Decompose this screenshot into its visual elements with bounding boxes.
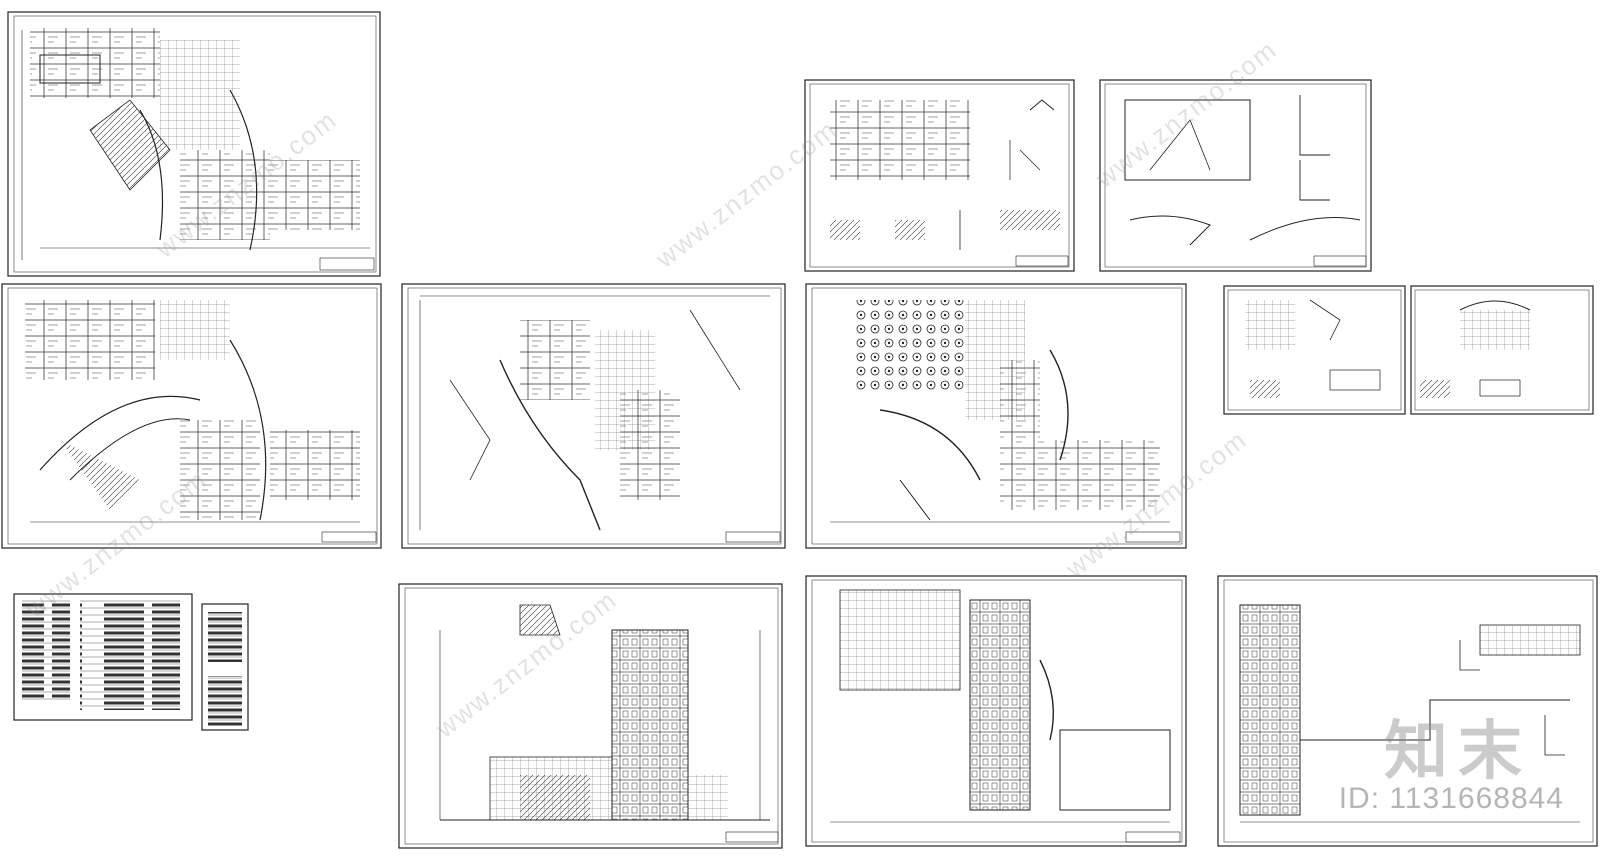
sheet-plan-2[interactable] <box>1 283 382 549</box>
sheet-detail-1[interactable] <box>804 79 1075 272</box>
sheet-plan-4[interactable] <box>805 283 1187 549</box>
sheet-plan-6[interactable] <box>1217 575 1598 847</box>
sheet-plan-5[interactable] <box>805 575 1187 847</box>
image-id-label: ID: 1131668844 <box>1338 782 1564 815</box>
brand-logo: 知末 <box>1384 715 1532 789</box>
sheet-notes[interactable] <box>13 593 249 731</box>
sheet-plan-1[interactable] <box>7 11 381 277</box>
sheet-section-1[interactable] <box>1223 285 1406 415</box>
sheet-detail-2[interactable] <box>1099 79 1372 272</box>
sheet-elevation[interactable] <box>398 583 783 849</box>
sheet-section-2[interactable] <box>1410 285 1594 415</box>
sheet-plan-3[interactable] <box>401 283 786 549</box>
